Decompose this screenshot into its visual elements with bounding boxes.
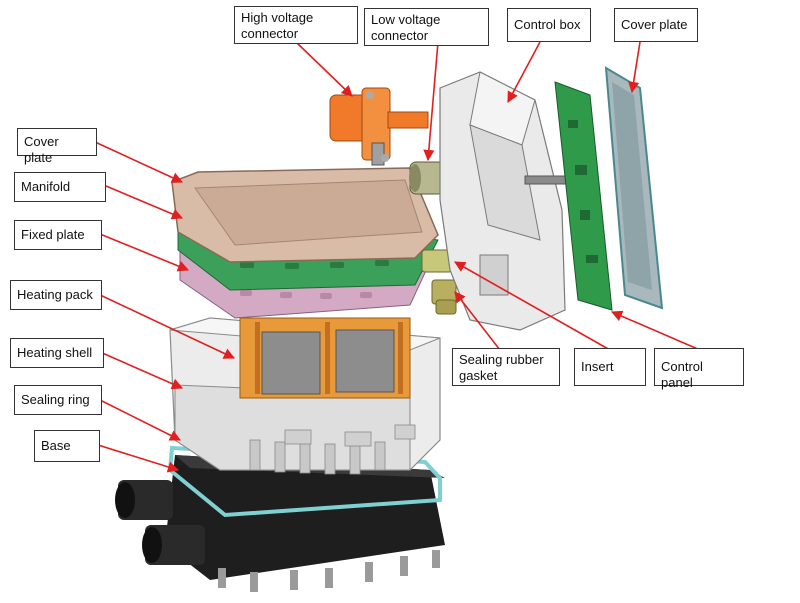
label-manifold: Manifold	[14, 172, 106, 202]
leader-low-voltage-connector	[423, 41, 439, 162]
leader-lines	[94, 41, 701, 473]
leader-fixed-plate	[99, 233, 190, 272]
label-cover-plate-left: Cover plate	[17, 128, 97, 165]
label-cover-plate-right: Cover plate	[614, 8, 698, 42]
leader-base	[97, 444, 180, 473]
leader-sealing-ring	[99, 399, 182, 441]
control-panel-part	[554, 81, 613, 311]
leader-insert	[454, 261, 611, 351]
leader-heating-pack	[97, 293, 236, 359]
leader-cover-plate-right	[628, 41, 641, 94]
label-fixed-plate: Fixed plate	[14, 220, 102, 250]
leader-control-panel	[610, 310, 701, 351]
label-heating-pack: Heating pack	[10, 280, 102, 310]
label-insert: Insert	[574, 348, 646, 386]
label-sealing-ring: Sealing ring	[14, 385, 102, 415]
leader-sealing-rubber-gasket	[454, 291, 501, 351]
leader-high-voltage-connector	[295, 41, 353, 97]
leader-manifold	[105, 185, 184, 220]
leader-cover-plate-left	[94, 141, 184, 183]
label-control-panel: Control panel	[654, 348, 744, 390]
high-voltage-connector-part	[329, 87, 429, 166]
label-control-box: Control box	[507, 8, 591, 42]
cover-plate-right-part	[604, 66, 664, 310]
base-part	[115, 455, 445, 592]
label-base: Base	[34, 430, 100, 462]
label-heating-shell: Heating shell	[10, 338, 104, 368]
label-sealing-rubber-gasket: Sealing rubber gasket	[452, 348, 560, 386]
heating-pack-part	[239, 317, 411, 399]
cover-plate-left-part	[171, 167, 439, 263]
label-low-voltage-connector: Low voltage connector	[364, 8, 489, 46]
leader-control-box	[507, 41, 541, 103]
sealing-rubber-gasket-part	[431, 279, 457, 315]
label-high-voltage-connector: High voltage connector	[234, 6, 358, 44]
control-box-part	[439, 71, 596, 331]
leader-heating-shell	[99, 351, 184, 390]
